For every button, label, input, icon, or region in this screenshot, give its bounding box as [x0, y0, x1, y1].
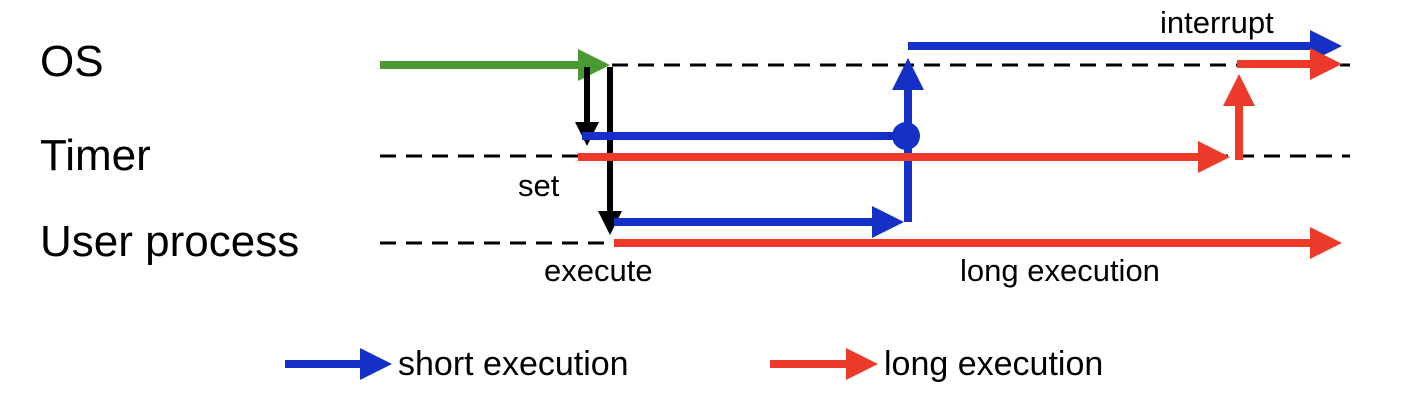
- execute-label: execute: [544, 253, 653, 288]
- legend-short-label: short execution: [398, 345, 629, 383]
- interrupt-label: interrupt: [1160, 5, 1274, 40]
- legend-long-label: long execution: [884, 345, 1104, 383]
- row-label-user-process: User process: [40, 217, 300, 266]
- set-label: set: [518, 168, 560, 203]
- long-execution-label: long execution: [960, 253, 1160, 288]
- row-label-timer: Timer: [40, 131, 151, 180]
- row-label-os: OS: [40, 37, 104, 86]
